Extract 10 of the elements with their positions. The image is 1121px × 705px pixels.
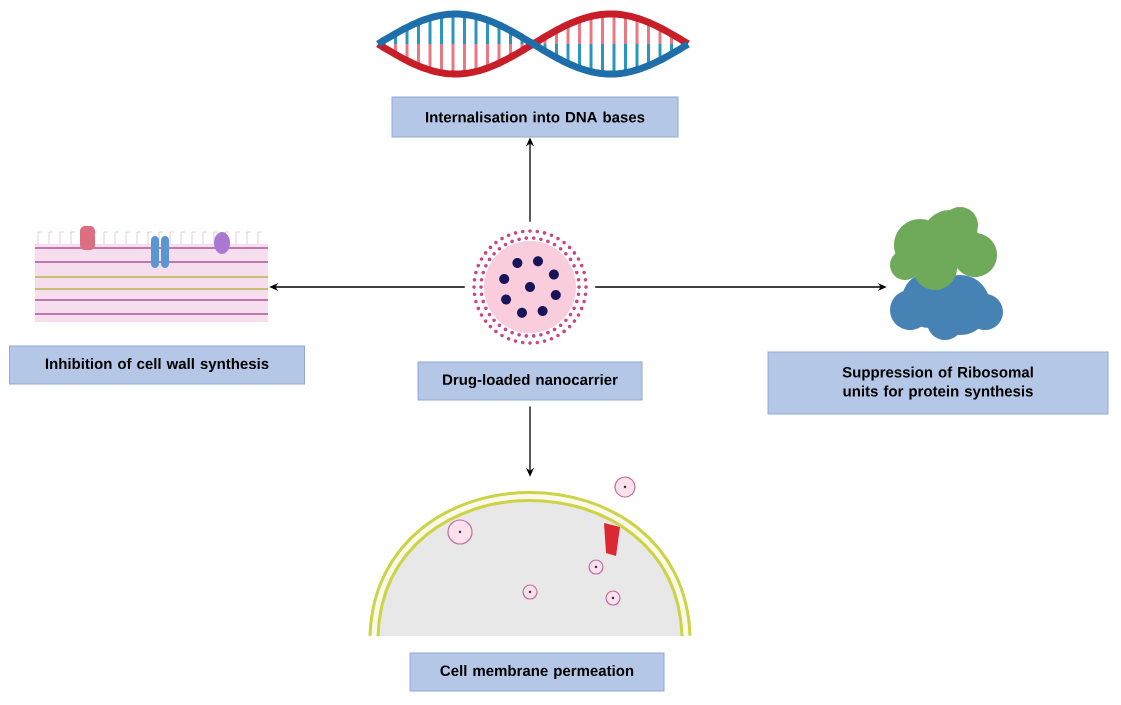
label-box: Cell membrane permeation xyxy=(409,652,665,692)
label-box: Internalisation into DNA bases xyxy=(391,96,679,138)
ribosome-drawing xyxy=(890,207,1003,340)
label-box: Inhibition of cell wall synthesis xyxy=(9,345,305,385)
label-box: Drug-loaded nanocarrier xyxy=(417,361,643,401)
nanocarrier-drawing xyxy=(472,229,588,345)
cell-membrane-drawing xyxy=(368,476,692,637)
cell-wall-drawing xyxy=(34,226,269,322)
dna-helix-drawing xyxy=(376,10,690,78)
label-box: Suppression of Ribosomal units for protein synthesis xyxy=(767,351,1109,415)
